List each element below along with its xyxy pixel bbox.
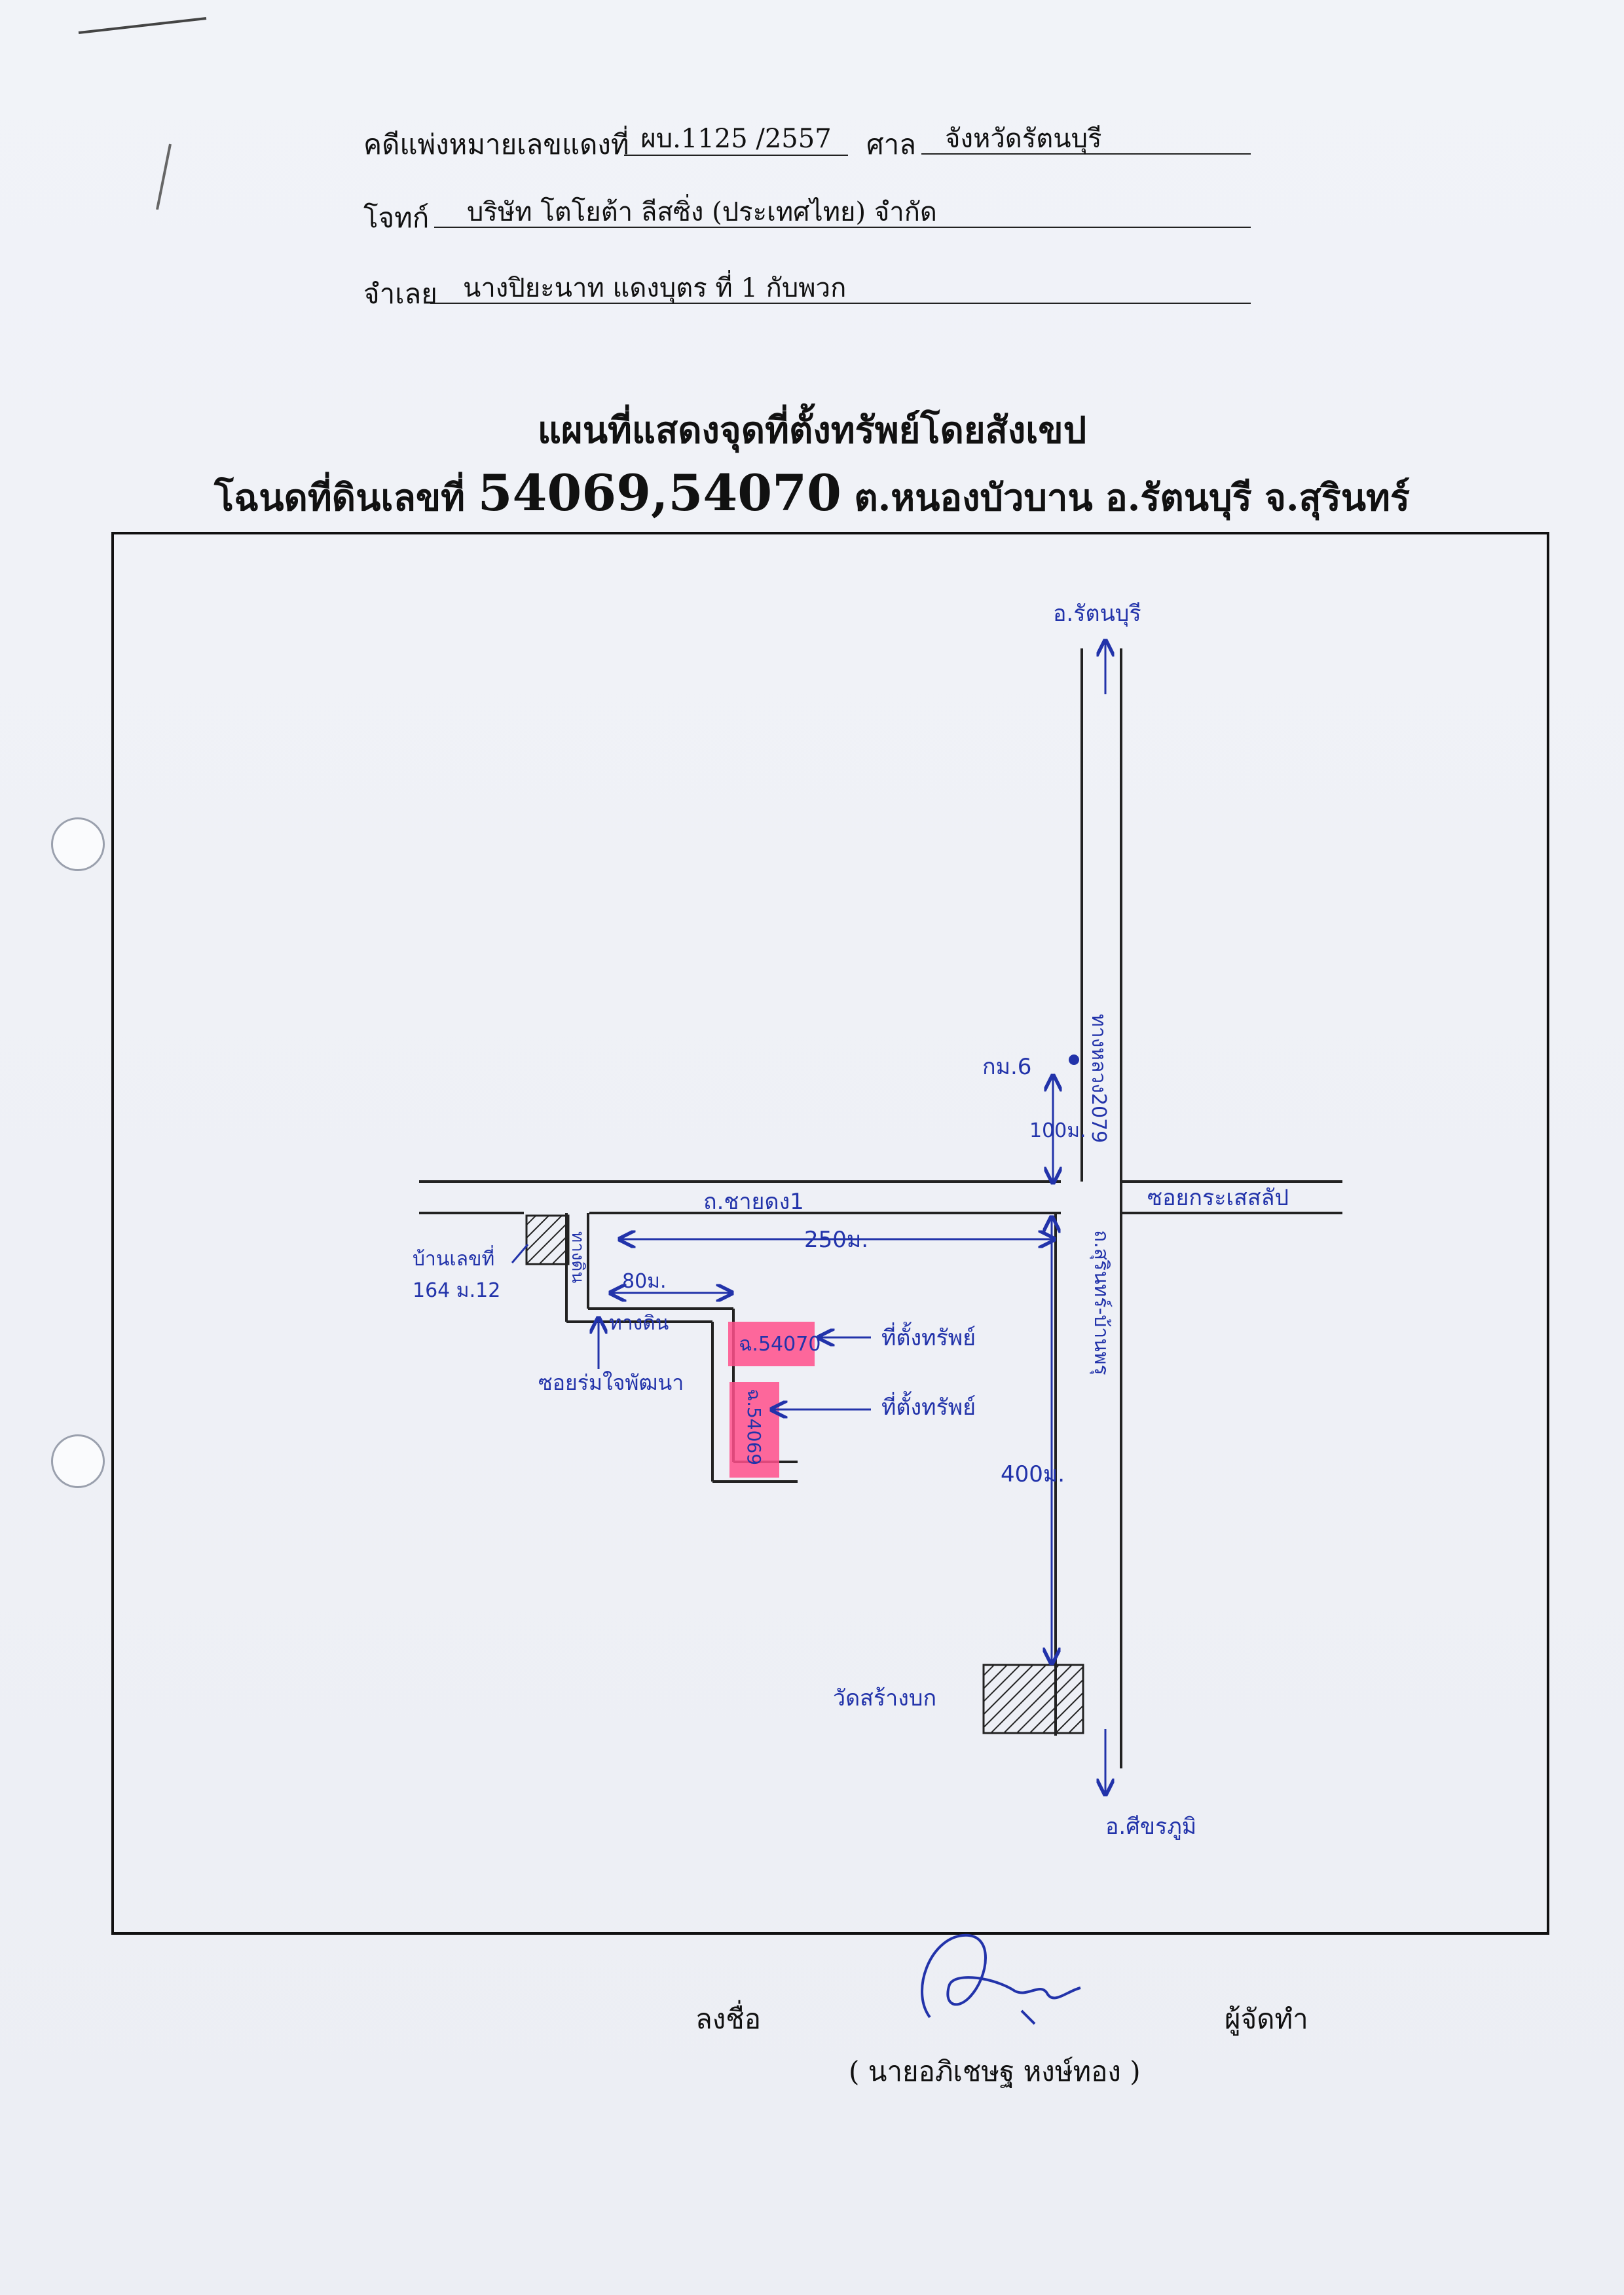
house-label-line1: บ้านเลขที่ [413, 1245, 494, 1271]
temple-label: วัดสร้างบก [833, 1685, 936, 1711]
dimension-arrows [511, 641, 1105, 1795]
highway-road-label: ถ.สุรินทร์-บ้านพรุ [1089, 1230, 1113, 1375]
parcel-54069 [729, 1382, 779, 1478]
dist-400-label: 400ม. [1001, 1461, 1065, 1487]
property-label-1: ที่ตั้งทรัพย์ [881, 1322, 976, 1351]
soi-label: ซอยร่มใจพัฒนา [538, 1370, 684, 1395]
temple-building [982, 1664, 1084, 1734]
house-pointer [511, 1244, 529, 1263]
case-number-label: คดีแพ่งหมายเลขแดงที่ [363, 128, 629, 160]
south-destination-label: อ.ศีขรภูมิ [1105, 1814, 1196, 1840]
main-road-label: ถ.ชายดง1 [703, 1189, 804, 1215]
map-frame [111, 532, 1549, 1935]
deed-title: โฉนดที่ดินเลขที่ 54069,54070 ต.หนองบัวบา… [0, 464, 1624, 527]
east-road-label: ซอยกระเสสลัป [1147, 1185, 1289, 1211]
highway-number-label: ทางหลวง2079 [1087, 1014, 1110, 1143]
defendant-label: จำเลย [363, 278, 437, 310]
signer-role: ผู้จัดทำ [1225, 2003, 1308, 2035]
defendant-row: จำเลย นางปิยะนาท แดงบุตร ที่ 1 กับพวก [363, 272, 1251, 310]
punch-hole-bottom [51, 1434, 105, 1488]
defendant-value: นางปิยะนาท แดงบุตร ที่ 1 กับพวก [430, 272, 1251, 304]
punch-hole-top [51, 817, 105, 871]
property-label-2: ที่ตั้งทรัพย์ [881, 1391, 976, 1421]
km-marker-label: กม.6 [982, 1054, 1031, 1080]
case-number-row: คดีแพ่งหมายเลขแดงที่ ผบ.1125 /2557 ศาล จ… [363, 123, 1251, 160]
parcel-54069-label: ฉ.54069 [743, 1389, 765, 1465]
deed-title-prefix: โฉนดที่ดินเลขที่ [214, 476, 466, 519]
dist-250-label: 250ม. [804, 1227, 868, 1253]
house-label-line2: 164 ม.12 [413, 1279, 500, 1302]
dist-100-label: 100ม. [1029, 1119, 1086, 1142]
staple-marks [78, 17, 207, 210]
deed-location: ต.หนองบัวบาน อ.รัตนบุรี จ.สุรินทร์ [854, 476, 1410, 519]
dirt-road-label: ทางดิน [609, 1312, 669, 1335]
handwritten-signature [921, 1933, 1081, 2025]
court-value: จังหวัดรัตนบุรี [921, 123, 1251, 155]
plaintiff-row: โจทก์ บริษัท โตโยต้า ลีสซิ่ง (ประเทศไทย)… [363, 196, 1251, 234]
plaintiff-value: บริษัท โตโยต้า ลีสซิ่ง (ประเทศไทย) จำกัด [434, 196, 1251, 228]
house-164-building [525, 1214, 570, 1265]
parcel-54070 [728, 1322, 815, 1366]
km-marker-dot [1069, 1054, 1079, 1065]
signer-name: ( นายอภิเชษฐ หงษ์ทอง ) [849, 2055, 1141, 2087]
plaintiff-label: โจทก์ [363, 202, 430, 234]
case-number-value: ผบ.1125 /2557 [624, 123, 848, 156]
north-destination-label: อ.รัตนบุรี [1053, 601, 1141, 627]
court-label: ศาล [866, 128, 916, 160]
parcel-54070-label: ฉ.54070 [739, 1333, 821, 1356]
dist-80-label: 80ม. [622, 1270, 667, 1293]
sign-label: ลงชื่อ [695, 2003, 761, 2035]
vertical-soi-label: ทางดิน [568, 1231, 587, 1283]
deed-numbers: 54069,54070 [477, 464, 841, 522]
map-title: แผนที่แสดงจุดที่ตั้งทรัพย์โดยสังเขป [537, 409, 1087, 452]
